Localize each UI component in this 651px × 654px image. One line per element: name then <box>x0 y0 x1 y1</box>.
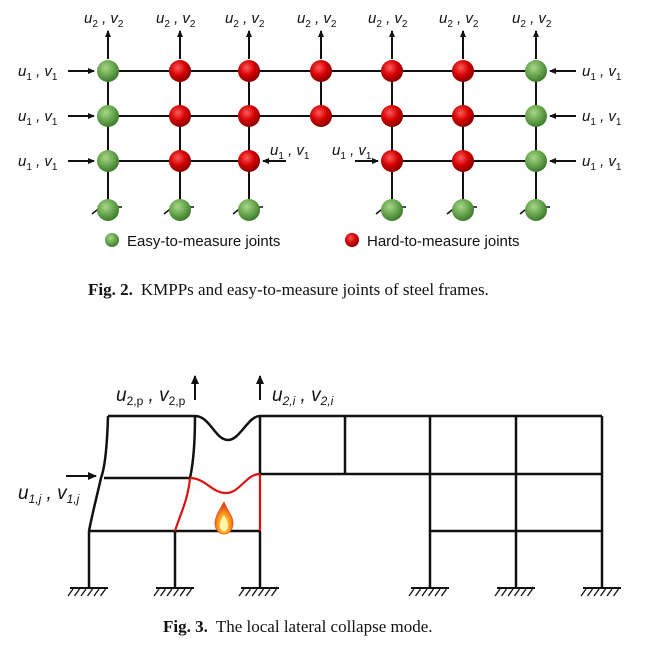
hard-joint <box>238 150 260 172</box>
support-joint <box>381 199 403 221</box>
support-hatch <box>427 588 435 597</box>
fig2-caption: Fig. 2. KMPPs and easy-to-measure joints … <box>88 280 489 300</box>
label-u1j-v1j: u1,j , v1,j <box>18 483 80 506</box>
legend-hard-label: Hard-to-measure joints <box>367 233 520 250</box>
support-hatch <box>526 588 534 597</box>
hard-joint <box>452 60 474 82</box>
hard-joint <box>310 105 332 127</box>
fig3-caption-text: The local lateral collapse mode. <box>215 617 433 636</box>
col-195-upper <box>188 415 197 479</box>
hard-joint <box>169 105 191 127</box>
support-hatch <box>159 588 167 597</box>
label-u2-v2: u2 , v2 <box>368 10 408 30</box>
fixed-supports <box>67 587 621 597</box>
support-hatch <box>73 588 81 597</box>
support-hatch <box>513 588 521 597</box>
hard-joint <box>238 105 260 127</box>
hard-joint <box>169 150 191 172</box>
support-hatch <box>80 588 87 597</box>
support-hatch <box>421 588 428 597</box>
support-hatch <box>520 588 527 597</box>
support-hatch <box>251 588 258 597</box>
support-hatch <box>580 588 587 597</box>
legend-hard-icon <box>345 233 359 247</box>
fig3-caption-label: Fig. 3. <box>163 617 208 636</box>
support-hatch <box>99 588 107 597</box>
joints <box>91 60 550 221</box>
damaged-beam <box>189 472 261 495</box>
support-joint <box>238 199 260 221</box>
label-u2p-v2p: u2,p , v2,p <box>116 385 186 408</box>
support-hatch <box>586 588 594 597</box>
support-joint <box>452 199 474 221</box>
support-hatch <box>172 588 180 597</box>
support-hatch <box>606 588 613 597</box>
col-left-leaning <box>87 415 110 532</box>
label-u1-v1-right: u1 , v1 <box>582 63 622 83</box>
easy-joint <box>525 150 547 172</box>
support-hatch <box>86 588 94 597</box>
support-hatch <box>599 588 607 597</box>
easy-joint <box>97 105 119 127</box>
hard-joint <box>381 150 403 172</box>
easy-joint <box>525 105 547 127</box>
fig2-caption-text: KMPPs and easy-to-measure joints of stee… <box>140 280 489 299</box>
damaged-col-left <box>173 477 192 532</box>
support-hatch <box>500 588 508 597</box>
support-hatch <box>185 588 193 597</box>
legend-easy-label: Easy-to-measure joints <box>127 233 280 250</box>
hard-joint <box>169 60 191 82</box>
support-hatch <box>408 588 415 597</box>
support-joint <box>97 199 119 221</box>
hard-joint <box>452 105 474 127</box>
support-hatch <box>414 588 422 597</box>
hard-joint <box>238 60 260 82</box>
hard-joint <box>381 105 403 127</box>
support-hatch <box>270 588 278 597</box>
support-hatch <box>507 588 514 597</box>
support-hatch <box>494 588 501 597</box>
hard-joint <box>452 150 474 172</box>
support-hatch <box>93 588 100 597</box>
load-arrows <box>68 30 576 164</box>
support-hatch <box>593 588 600 597</box>
legend: Easy-to-measure joints Hard-to-measure j… <box>105 233 520 250</box>
support-hatch <box>244 588 252 597</box>
fig3-caption: Fig. 3. The local lateral collapse mode. <box>163 617 433 637</box>
fire-icon <box>214 501 234 535</box>
support-hatch <box>612 588 620 597</box>
easy-joint <box>97 150 119 172</box>
label-u2i-v2i: u2,i , v2,i <box>272 385 334 408</box>
label-u1-v1-left: u1 , v1 <box>18 153 58 173</box>
support-hatch <box>179 588 186 597</box>
support-hatch <box>67 588 74 597</box>
fig2-caption-label: Fig. 2. <box>88 280 133 299</box>
support-joint <box>169 199 191 221</box>
support-joint <box>525 199 547 221</box>
roof-beam-buckled <box>194 414 261 442</box>
easy-joint <box>525 60 547 82</box>
support-hatch <box>434 588 441 597</box>
support-hatch <box>238 588 245 597</box>
support-hatch <box>264 588 271 597</box>
hard-joint <box>381 60 403 82</box>
fig3-diagram: u2,p , v2,p u2,i , v2,i u1,j , v1,j <box>18 375 621 597</box>
support-hatch <box>440 588 448 597</box>
easy-joint <box>97 60 119 82</box>
support-hatch <box>166 588 173 597</box>
support-hatch <box>153 588 160 597</box>
legend-easy-icon <box>105 233 119 247</box>
hard-joint <box>310 60 332 82</box>
support-hatch <box>257 588 265 597</box>
